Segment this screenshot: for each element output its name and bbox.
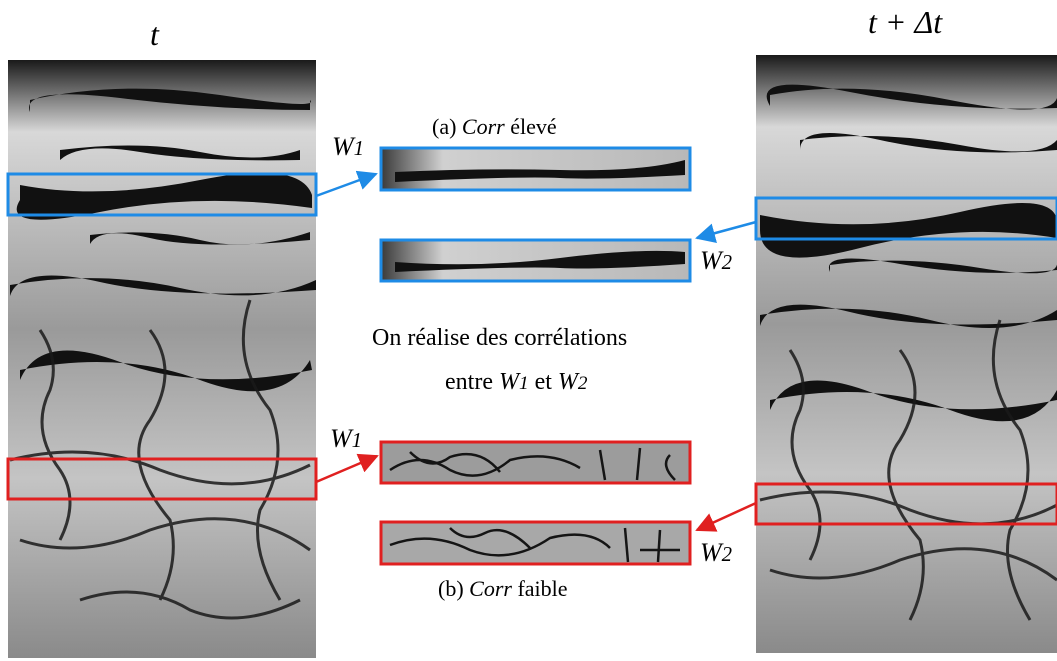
case-high-suffix: élevé bbox=[504, 114, 557, 139]
window-w2-high-right bbox=[754, 196, 1057, 241]
window-label-w1-low: W1 bbox=[330, 426, 362, 452]
explanation-line-2: entre W1 et W2 bbox=[445, 370, 587, 394]
case-low-suffix: faible bbox=[511, 576, 568, 601]
w2-symbol: W bbox=[700, 246, 722, 275]
w2-subscript: 2 bbox=[721, 543, 733, 566]
left-frame-image bbox=[8, 60, 316, 658]
window-label-w2-low: W2 bbox=[700, 540, 732, 566]
window-label-w2-high: W2 bbox=[700, 248, 732, 274]
case-high-term: Corr bbox=[461, 114, 505, 139]
arrow-w1-high bbox=[315, 170, 378, 198]
window-label-w1-high: W1 bbox=[332, 134, 364, 160]
window-w1-low-left bbox=[6, 457, 318, 501]
arrow-w2-high bbox=[695, 220, 757, 243]
explanation-et: et bbox=[528, 369, 558, 395]
right-frame-image bbox=[756, 55, 1057, 653]
strip-low-w1-outline bbox=[379, 440, 692, 485]
w2-subscript: 2 bbox=[721, 251, 733, 274]
strip-low-w1 bbox=[381, 442, 690, 483]
window-w1-high-left bbox=[6, 172, 318, 217]
arrow-w1-low bbox=[315, 453, 379, 484]
left-frame-time-label: t bbox=[150, 16, 159, 52]
case-high-prefix: (a) bbox=[432, 114, 462, 139]
w2-subscript: 2 bbox=[577, 373, 588, 394]
w1-subscript: 1 bbox=[351, 429, 363, 452]
w2-symbol: W bbox=[557, 369, 578, 395]
case-low-heading: (b) Corr faible bbox=[438, 578, 568, 600]
strip-low-w2 bbox=[381, 522, 690, 564]
w1-symbol: W bbox=[332, 132, 354, 161]
explanation-line-1: On réalise des corrélations bbox=[372, 325, 628, 351]
strip-high-w2-outline bbox=[379, 238, 692, 283]
strip-high-w1-outline bbox=[379, 146, 692, 192]
w2-symbol: W bbox=[700, 538, 722, 567]
case-low-term: Corr bbox=[469, 576, 512, 601]
w1-symbol: W bbox=[330, 424, 352, 453]
arrow-w2-low bbox=[695, 501, 757, 532]
case-low-prefix: (b) bbox=[438, 576, 470, 601]
w1-subscript: 1 bbox=[353, 137, 365, 160]
strip-high-w2 bbox=[381, 240, 690, 281]
w1-symbol: W bbox=[498, 369, 519, 395]
strip-high-w1 bbox=[381, 148, 690, 190]
right-frame-time-label: t + Δt bbox=[868, 4, 943, 40]
case-high-heading: (a) Corr élevé bbox=[432, 116, 557, 138]
w1-subscript: 1 bbox=[518, 373, 529, 394]
explanation-entre: entre bbox=[445, 369, 499, 395]
strip-low-w2-outline bbox=[379, 520, 692, 566]
